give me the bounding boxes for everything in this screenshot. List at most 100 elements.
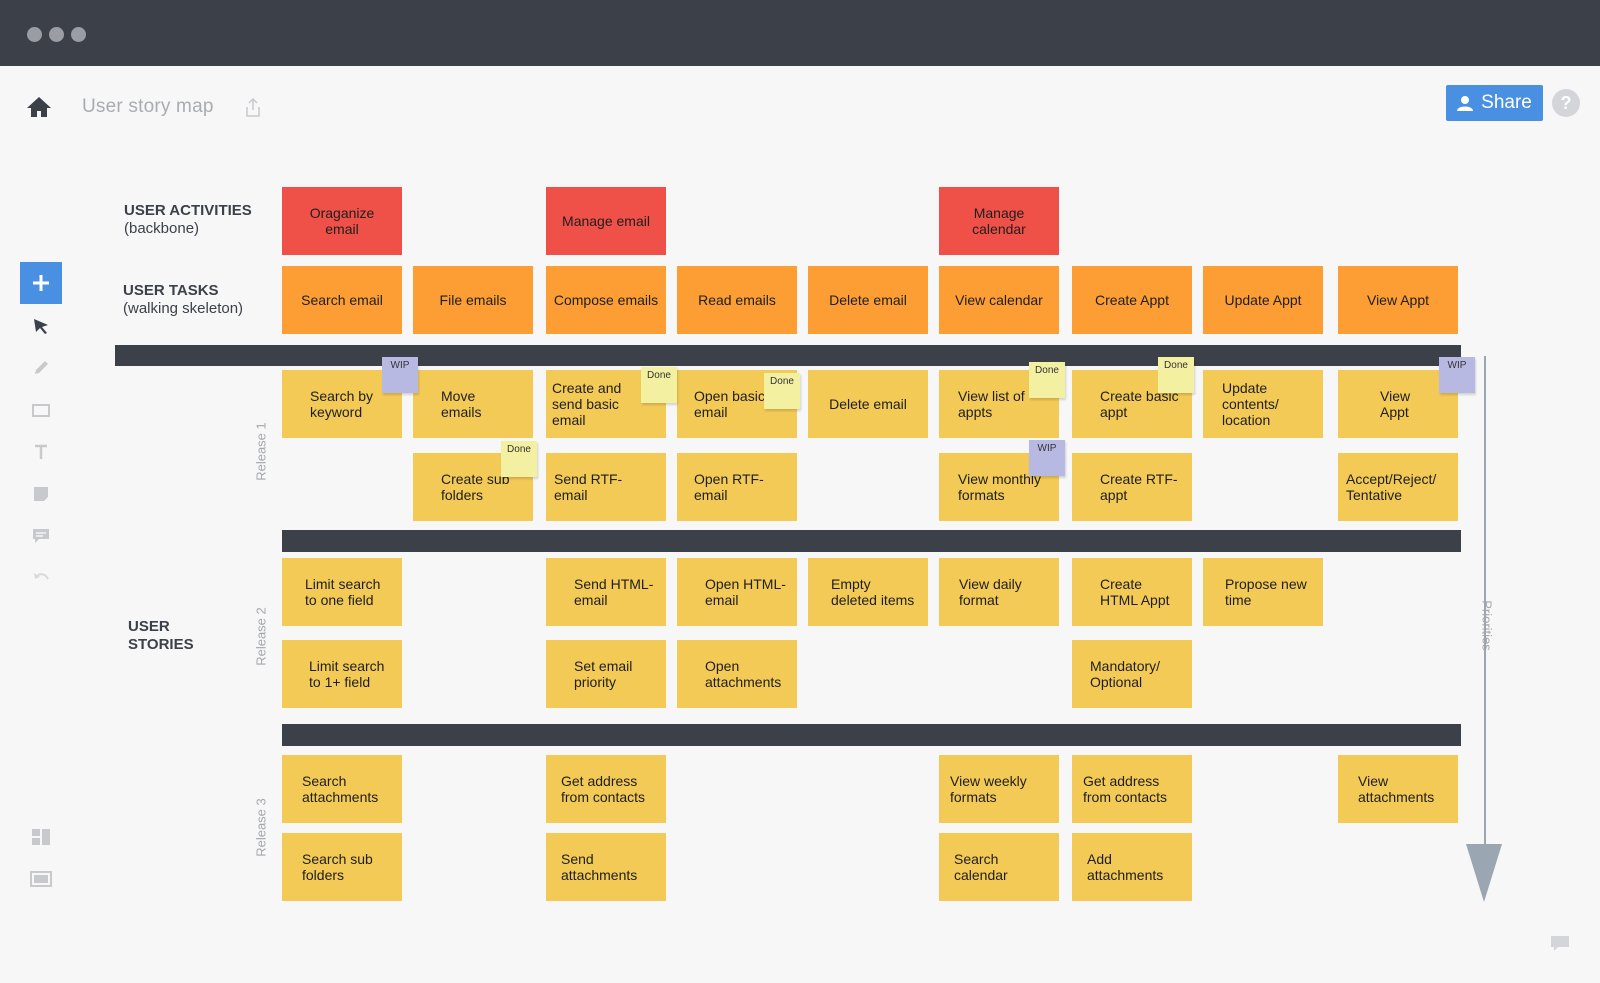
story-card[interactable]: Empty deleted items (808, 558, 928, 626)
task-card[interactable]: Compose emails (546, 266, 666, 334)
done-tag[interactable]: Done (1029, 362, 1065, 398)
story-card[interactable]: Open RTF-email (677, 453, 797, 521)
done-tag[interactable]: Done (764, 373, 800, 409)
add-tool[interactable] (20, 262, 62, 304)
sticky-note-tool[interactable] (20, 473, 62, 515)
task-card[interactable]: Search email (282, 266, 402, 334)
rectangle-icon (32, 404, 50, 417)
story-card[interactable]: Accept/Reject/ Tentative (1338, 453, 1458, 521)
pointer-icon (34, 319, 48, 334)
window-close-dot[interactable] (27, 27, 42, 42)
comment-icon (33, 529, 49, 543)
activity-card[interactable]: Manage calendar (939, 187, 1059, 255)
share-button[interactable]: Share (1446, 85, 1543, 121)
activities-subtitle: (backbone) (124, 220, 200, 237)
undo-tool[interactable] (20, 557, 62, 599)
release-2-label: Release 2 (253, 607, 269, 666)
story-card[interactable]: View daily format (939, 558, 1059, 626)
window-maximize-dot[interactable] (71, 27, 86, 42)
task-card[interactable]: Create Appt (1072, 266, 1192, 334)
rectangle-tool[interactable] (20, 389, 62, 431)
activity-card[interactable]: Manage email (546, 187, 666, 255)
home-icon[interactable] (26, 96, 52, 118)
backbone-divider (115, 345, 1461, 366)
stories-title-line2: STORIES (128, 636, 194, 653)
story-card[interactable]: Get address from contacts (1072, 755, 1192, 823)
export-icon[interactable] (245, 98, 261, 118)
story-card[interactable]: Open HTML-email (677, 558, 797, 626)
story-card[interactable]: Search attachments (282, 755, 402, 823)
priorities-arrow-head (1466, 844, 1502, 902)
activities-label: USER ACTIVITIES (backbone) (124, 202, 252, 238)
board-canvas[interactable] (0, 66, 1600, 983)
activity-card[interactable]: Oraganize email (282, 187, 402, 255)
share-label: Share (1481, 92, 1532, 113)
task-card[interactable]: Delete email (808, 266, 928, 334)
frame-icon (30, 871, 52, 887)
stories-label: USER STORIES (128, 618, 194, 654)
task-card[interactable]: File emails (413, 266, 533, 334)
priorities-label: Priorities (1479, 600, 1495, 651)
story-card[interactable]: Search calendar (939, 833, 1059, 901)
layout-tool[interactable] (20, 816, 62, 858)
story-card[interactable]: Mandatory/ Optional (1072, 640, 1192, 708)
story-card[interactable]: Limit search to 1+ field (282, 640, 402, 708)
user-icon (1457, 96, 1474, 111)
story-card[interactable]: Add attachments (1072, 833, 1192, 901)
story-card[interactable]: Send HTML-email (546, 558, 666, 626)
done-tag[interactable]: Done (1158, 357, 1194, 393)
pen-tool[interactable] (20, 347, 62, 389)
tasks-title: USER TASKS (123, 282, 219, 299)
text-tool[interactable] (20, 431, 62, 473)
story-card[interactable]: Send attachments (546, 833, 666, 901)
task-card[interactable]: Read emails (677, 266, 797, 334)
story-card[interactable]: Open attachments (677, 640, 797, 708)
story-card[interactable]: View weekly formats (939, 755, 1059, 823)
activities-title: USER ACTIVITIES (124, 202, 252, 219)
wip-tag[interactable]: WIP (1439, 357, 1475, 393)
story-card[interactable]: Create HTML Appt (1072, 558, 1192, 626)
story-card[interactable]: Get address from contacts (546, 755, 666, 823)
story-card[interactable]: Limit search to one field (282, 558, 402, 626)
tasks-subtitle: (walking skeleton) (123, 300, 244, 317)
story-card[interactable]: Propose new time (1203, 558, 1323, 626)
task-card[interactable]: Update Appt (1203, 266, 1323, 334)
release-1-divider (282, 530, 1461, 552)
task-card[interactable]: View Appt (1338, 266, 1458, 334)
release-2-divider (282, 724, 1461, 746)
done-tag[interactable]: Done (501, 441, 537, 477)
window-titlebar (0, 0, 1600, 66)
story-card[interactable]: Delete email (808, 370, 928, 438)
comment-tool[interactable] (20, 515, 62, 557)
story-card[interactable]: View monthly formats (939, 453, 1059, 521)
stories-title-line1: USER (128, 618, 170, 635)
document-title[interactable]: User story map (82, 96, 214, 117)
chat-icon[interactable] (1550, 935, 1570, 953)
done-tag[interactable]: Done (641, 367, 677, 403)
priorities-arrow-shaft (1484, 356, 1486, 846)
left-toolbar (0, 0, 80, 983)
story-card[interactable]: Set email priority (546, 640, 666, 708)
wip-tag[interactable]: WIP (1029, 440, 1065, 476)
story-card[interactable]: Search sub folders (282, 833, 402, 901)
sticky-note-icon (34, 487, 48, 501)
pen-icon (35, 361, 48, 374)
plus-icon (33, 275, 49, 291)
story-card[interactable]: View Appt (1338, 370, 1458, 438)
undo-icon (34, 573, 49, 580)
layout-icon (32, 829, 50, 845)
story-card[interactable]: Move emails (413, 370, 533, 438)
wip-tag[interactable]: WIP (382, 357, 418, 393)
story-card[interactable]: Update contents/ location (1203, 370, 1323, 438)
task-card[interactable]: View calendar (939, 266, 1059, 334)
frame-tool[interactable] (20, 858, 62, 900)
tasks-label: USER TASKS (walking skeleton) (123, 282, 243, 318)
release-3-label: Release 3 (253, 798, 269, 857)
story-card[interactable]: View attachments (1338, 755, 1458, 823)
text-icon (35, 444, 47, 459)
window-minimize-dot[interactable] (49, 27, 64, 42)
story-card[interactable]: Create RTF-appt (1072, 453, 1192, 521)
select-tool[interactable] (20, 305, 62, 347)
story-card[interactable]: Send RTF-email (546, 453, 666, 521)
help-button[interactable]: ? (1552, 89, 1580, 117)
